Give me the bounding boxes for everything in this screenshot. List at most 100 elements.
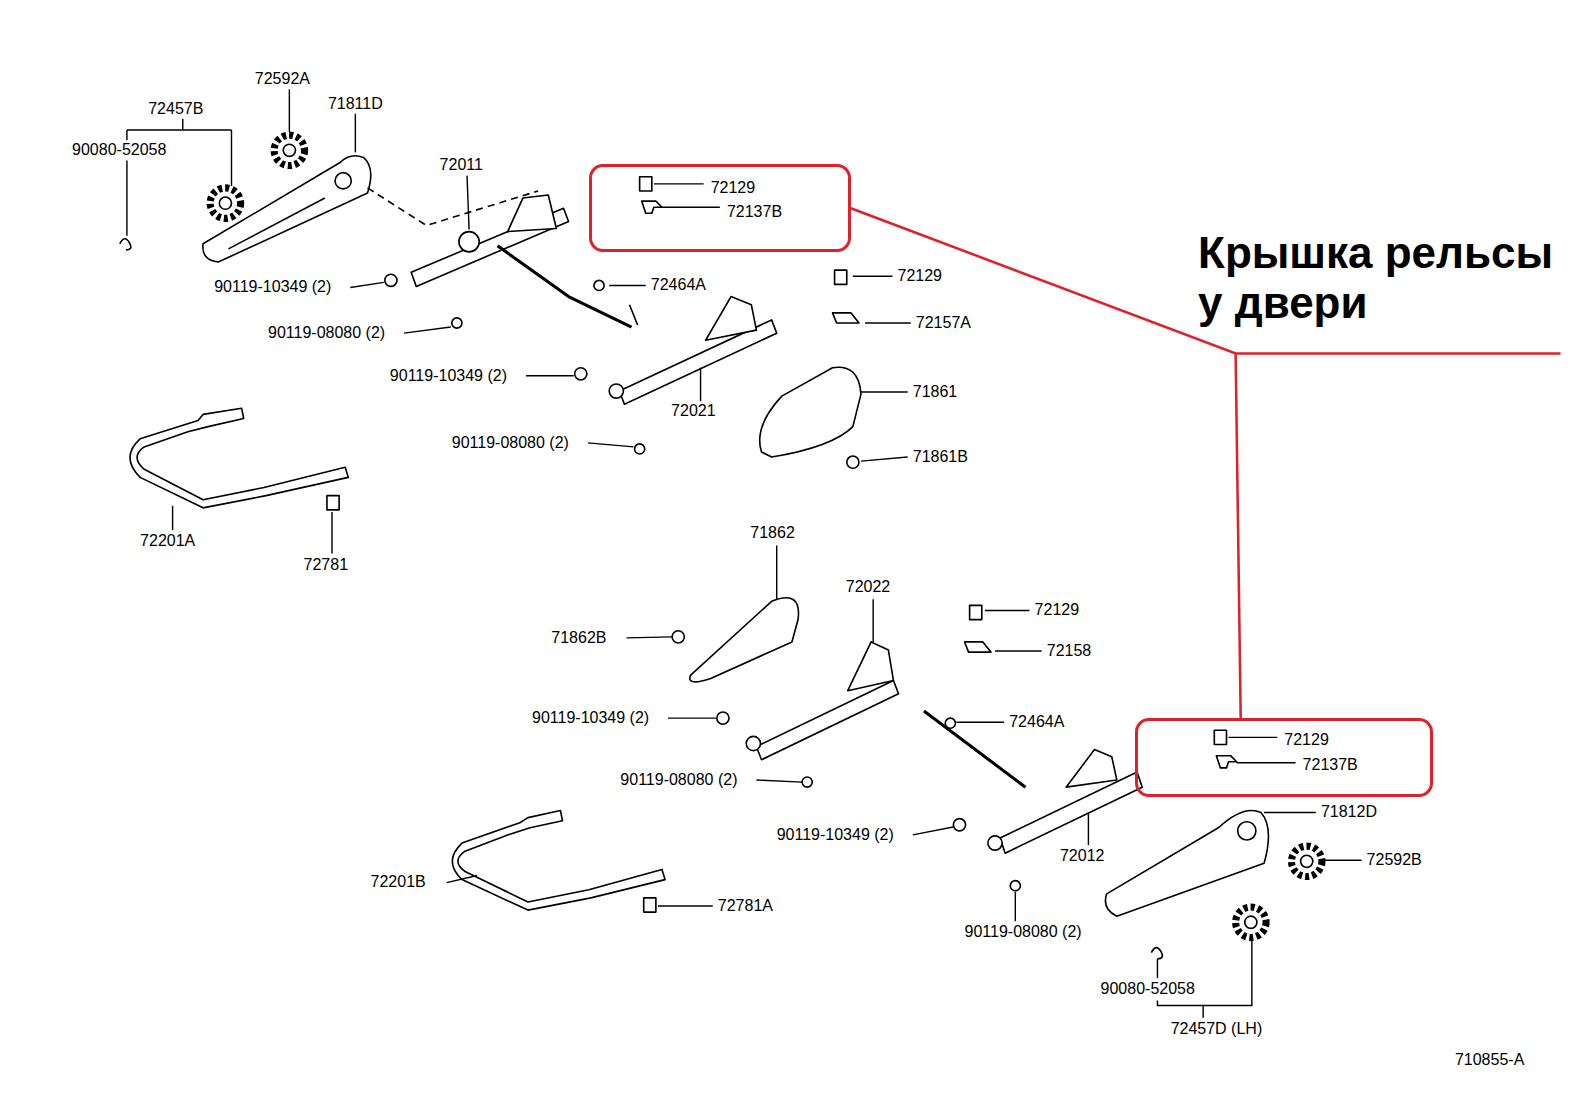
part-drawing — [120, 135, 1322, 959]
part-drawing — [635, 444, 645, 454]
drawing-number: 710855-A — [1454, 1051, 1525, 1069]
part-drawing — [1238, 822, 1256, 840]
leader-lines — [662, 206, 720, 207]
part-number: 71861B — [912, 448, 969, 466]
leader-lines — [404, 327, 451, 333]
part-number: 90119-08080 (2) — [619, 771, 738, 789]
part-number: 90119-08080 (2) — [267, 324, 386, 342]
part-number: 72158 — [1046, 642, 1093, 660]
leader-lines — [1157, 959, 1158, 978]
part-number: 72129 — [897, 267, 944, 285]
part-drawing — [629, 305, 637, 325]
leader-lines — [350, 282, 384, 287]
part-drawing — [1301, 855, 1313, 867]
part-number: 90080-52058 — [71, 141, 167, 159]
part-drawing — [575, 368, 587, 380]
part-drawing — [228, 198, 324, 249]
leader-lines — [355, 114, 356, 153]
part-drawing — [690, 598, 799, 682]
part-drawing — [203, 156, 371, 262]
part-drawing — [452, 811, 665, 911]
part-drawing — [1291, 846, 1321, 876]
part-drawing — [1105, 810, 1268, 916]
part-drawing — [1151, 948, 1162, 959]
leader-lines — [1237, 762, 1296, 763]
leader-lines — [658, 905, 713, 906]
part-drawing — [283, 144, 295, 156]
part-drawing — [1066, 750, 1117, 788]
part-drawing — [459, 232, 479, 252]
part-number: 72592A — [254, 70, 311, 88]
part-drawing — [644, 898, 656, 912]
part-drawing — [327, 496, 339, 510]
part-drawing — [802, 777, 812, 787]
part-drawing — [1245, 916, 1257, 928]
part-drawing — [760, 367, 861, 457]
part-drawing — [120, 239, 131, 250]
leader-lines — [776, 545, 777, 599]
leader-lines — [289, 89, 290, 132]
part-drawing — [848, 642, 894, 691]
annotation-note: Крышка рельсы у двери — [1198, 228, 1573, 328]
part-number: 72012 — [1059, 847, 1106, 865]
leader-lines — [956, 721, 1004, 722]
part-number: 71862 — [749, 524, 796, 542]
part-number: 90119-10349 (2) — [389, 367, 508, 385]
callout-box: 7212972137B — [1135, 718, 1432, 797]
part-number: 90080-52058 — [1100, 980, 1196, 998]
leader-lines — [700, 368, 701, 402]
part-drawing — [1214, 730, 1226, 744]
leader-lines — [172, 506, 173, 530]
part-drawing — [385, 274, 397, 286]
leader-lines — [127, 119, 232, 236]
leader-lines — [861, 391, 908, 392]
part-drawing — [847, 456, 859, 468]
leader-lines — [995, 650, 1042, 651]
part-drawing — [640, 177, 652, 191]
part-number: 90119-08080 (2) — [964, 923, 1083, 941]
part-number: 72201B — [370, 873, 427, 891]
part-number: 72781A — [717, 897, 774, 915]
part-number: 71812D — [1320, 803, 1378, 821]
leader-lines — [626, 637, 672, 638]
part-drawing — [508, 195, 557, 232]
part-drawing — [970, 605, 982, 619]
part-drawing — [1236, 907, 1266, 937]
part-drawing — [965, 642, 991, 652]
part-drawing — [746, 736, 760, 750]
part-drawing — [833, 313, 859, 323]
part-number: 90119-10349 (2) — [213, 278, 332, 296]
part-number: 72457B — [147, 100, 204, 118]
part-drawing — [642, 201, 662, 213]
leader-lines — [1015, 892, 1016, 921]
part-number: 90119-10349 (2) — [776, 826, 895, 844]
leader-lines — [865, 322, 911, 323]
leader-lines — [654, 183, 704, 184]
leader-lines — [1264, 812, 1316, 813]
part-number: 71862B — [550, 629, 607, 647]
leader-lines — [1157, 940, 1251, 1018]
leader-lines — [588, 443, 634, 447]
leader-lines — [756, 780, 802, 782]
leader-lines — [1229, 737, 1278, 738]
part-drawing — [717, 712, 729, 724]
leader-lines — [127, 89, 1362, 1017]
part-number: 71811D — [327, 95, 384, 113]
part-number: 72201A — [139, 532, 196, 550]
part-number: 72129 — [1034, 601, 1081, 619]
leader-lines — [985, 610, 1030, 611]
part-drawing — [672, 631, 684, 643]
part-drawing — [130, 408, 348, 508]
leader-lines — [913, 827, 955, 835]
part-number: 72464A — [1008, 713, 1065, 731]
part-drawing — [452, 318, 462, 328]
part-drawing — [988, 836, 1002, 850]
part-number: 72022 — [845, 578, 892, 596]
part-drawing — [594, 280, 604, 290]
part-drawing — [274, 135, 304, 165]
part-number: 72137B — [1303, 756, 1358, 774]
leader-lines — [526, 375, 574, 376]
leader-lines — [1088, 813, 1089, 846]
leader-lines — [861, 457, 908, 461]
